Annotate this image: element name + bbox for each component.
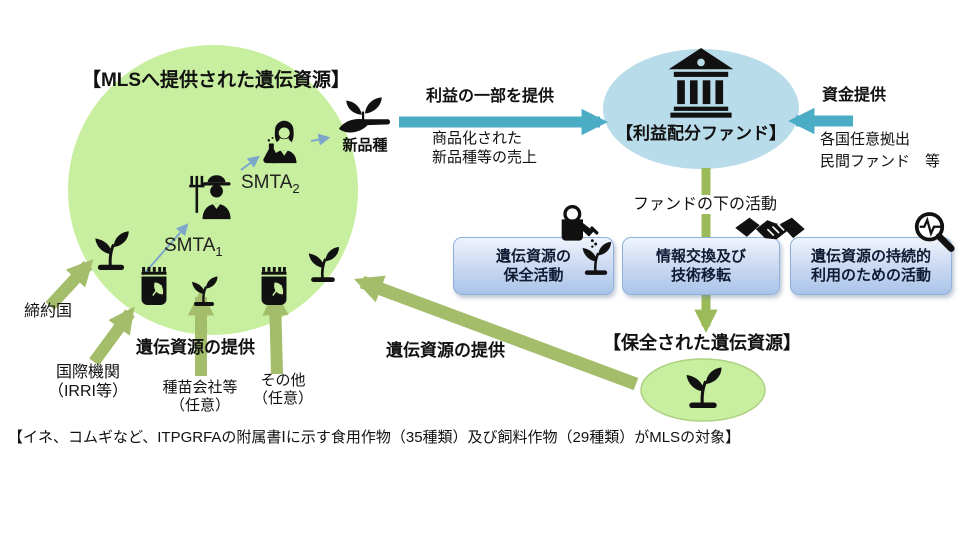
activity-box-conservation-line2: 保全活動 bbox=[503, 267, 564, 284]
benefit-desc-line1: 商品化された bbox=[432, 130, 523, 147]
fund-activities-title: ファンドの下の活動 bbox=[630, 195, 781, 215]
mls-circle-title: 【MLSへ提供された遺伝資源】 bbox=[81, 70, 351, 91]
sprout-icon bbox=[681, 358, 725, 414]
seed-bag-icon bbox=[135, 264, 173, 308]
activity-box-info-exchange-line2: 技術移転 bbox=[670, 267, 731, 284]
provider-intl-org-line2: （IRRI等） bbox=[47, 383, 128, 401]
smta1-text: SMTA bbox=[164, 235, 216, 256]
conserved-title: 【保全された遺伝資源】 bbox=[603, 333, 801, 353]
smta1-sub: 1 bbox=[215, 243, 223, 259]
arrow-conserved-to-mls bbox=[353, 275, 639, 391]
activity-box-info-exchange-line1: 情報交換及び bbox=[655, 248, 746, 265]
funding-line1: 各国任意拠出 bbox=[820, 131, 911, 148]
activity-box-sustainable-use: 遺伝資源の持続的 利用のための活動 bbox=[790, 237, 952, 295]
smta1-label: SMTA1 bbox=[164, 235, 223, 259]
new-variety-label: 新品種 bbox=[342, 137, 388, 154]
fund-ellipse-label: 【利益配分ファンド】 bbox=[616, 124, 786, 143]
bank-icon bbox=[667, 44, 735, 120]
provider-contracting-party: 締約国 bbox=[24, 303, 73, 320]
scientist-flask-icon bbox=[256, 112, 310, 170]
smta2-label: SMTA2 bbox=[241, 172, 300, 196]
provider-intl-org-line1: 国際機関 bbox=[55, 364, 120, 381]
sprout-icon bbox=[90, 226, 132, 272]
activity-box-sustainable-use-line1: 遺伝資源の持続的 bbox=[810, 248, 931, 265]
arrow-smta1 bbox=[142, 223, 189, 276]
farmer-icon bbox=[186, 166, 242, 224]
footnote: 【イネ、コムギなど、ITPGRFAの附属書Ⅰに示す食用作物（35種類）及び飼料作… bbox=[8, 429, 741, 446]
sprout-icon bbox=[304, 238, 342, 288]
provider-seed-company: 種苗会社等 （任意） bbox=[152, 379, 248, 415]
activity-box-conservation: 遺伝資源の 保全活動 bbox=[453, 237, 614, 295]
activity-box-conservation-line1: 遺伝資源の bbox=[495, 248, 571, 265]
provider-seed-company-line2: （任意） bbox=[169, 397, 230, 414]
arrow-contracting-party bbox=[45, 259, 94, 311]
provider-others-line1: その他 bbox=[260, 372, 306, 389]
funding-title: 資金提供 bbox=[822, 87, 887, 104]
sprout-icon bbox=[578, 238, 614, 276]
funding-line2: 民間ファンド 等 bbox=[820, 153, 941, 170]
provide-label-left: 遺伝資源の提供 bbox=[136, 338, 255, 357]
benefit-desc-line2: 新品種等の売上 bbox=[432, 149, 538, 166]
hand-holding-plant-icon bbox=[334, 94, 396, 142]
smta2-sub: 2 bbox=[292, 180, 300, 196]
provider-seed-company-line1: 種苗会社等 bbox=[162, 379, 238, 396]
smta2-text: SMTA bbox=[241, 172, 293, 193]
sprout-icon bbox=[188, 266, 220, 314]
arrow-to-new-variety bbox=[310, 133, 331, 146]
magnifier-pulse-icon bbox=[910, 206, 958, 258]
arrow-others bbox=[262, 289, 289, 375]
provider-intl-org: 国際機関 （IRRI等） bbox=[36, 363, 140, 401]
activity-box-info-exchange: 情報交換及び 技術移転 bbox=[622, 237, 780, 295]
activity-box-sustainable-use-line2: 利用のための活動 bbox=[810, 267, 931, 284]
provide-label-right: 遺伝資源の提供 bbox=[386, 341, 505, 360]
provider-others: その他 （任意） bbox=[252, 372, 314, 408]
handshake-icon bbox=[734, 212, 806, 254]
provider-others-line2: （任意） bbox=[252, 390, 313, 407]
seed-bag-icon bbox=[255, 264, 293, 308]
benefit-arrow-title: 利益の一部を提供 bbox=[426, 88, 555, 105]
arrow-intl-org bbox=[89, 306, 135, 366]
arrow-smta2 bbox=[240, 155, 260, 171]
